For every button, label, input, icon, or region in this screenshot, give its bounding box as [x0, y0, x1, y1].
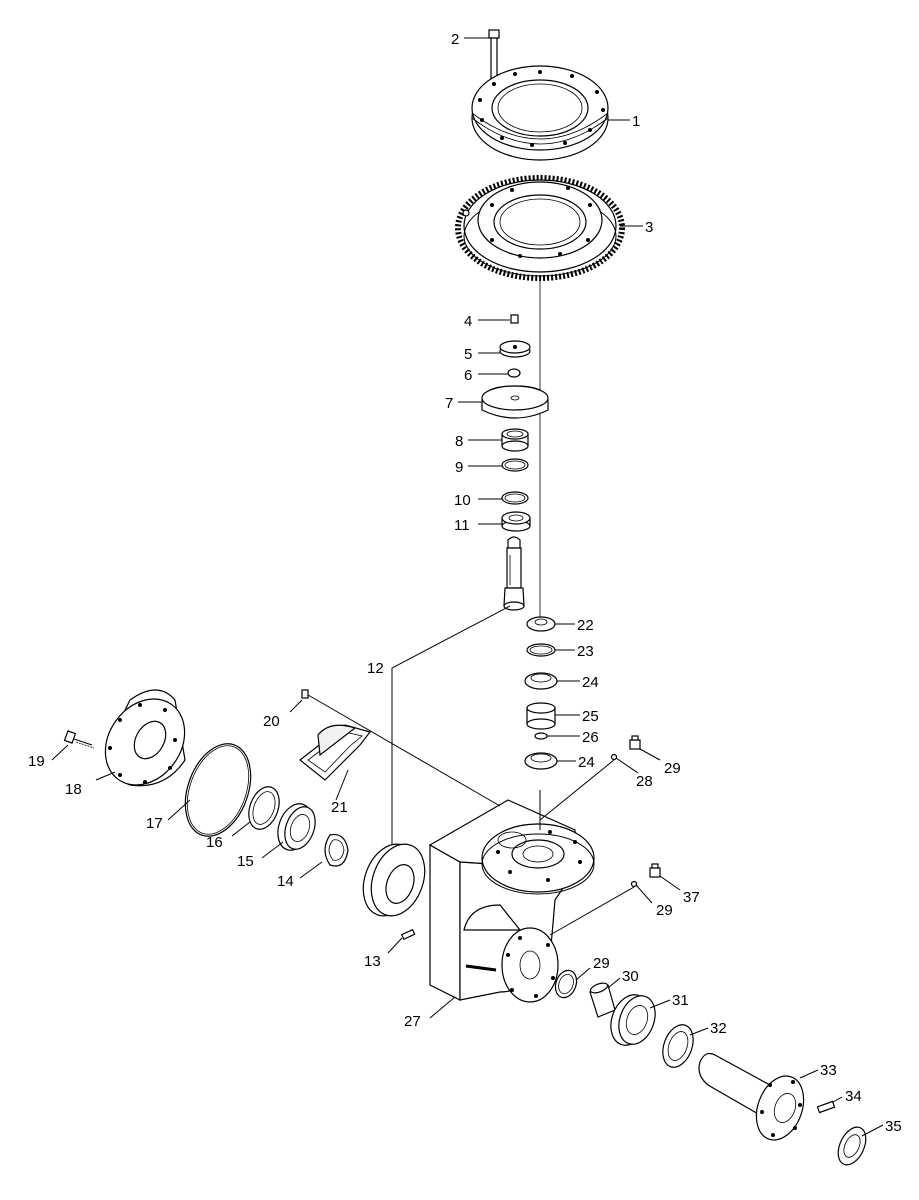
callout-24-upper: 24 — [582, 674, 599, 691]
part-6-nut — [507, 368, 521, 378]
part-35-stud — [816, 1100, 836, 1114]
part-21-gasket — [299, 724, 372, 781]
part-30-plug — [629, 735, 641, 750]
part-24-bearing-lower — [524, 752, 558, 770]
callout-35: 34 — [845, 1088, 862, 1105]
callout-labels: 2 1 3 4 5 6 7 8 9 10 11 12 22 23 24 25 2… — [28, 31, 902, 1135]
part-16-ring — [248, 786, 280, 830]
callout-33: 32 — [710, 1020, 727, 1037]
part-19-bolt — [63, 730, 95, 749]
part-33-seal — [662, 1024, 694, 1068]
callout-29-upper: 28 — [636, 773, 653, 790]
callout-5: 5 — [464, 346, 472, 363]
callout-16: 16 — [206, 834, 223, 851]
callout-20: 20 — [263, 713, 280, 730]
callout-30: 29 — [664, 760, 681, 777]
part-25-spacer — [526, 702, 556, 730]
callout-26: 26 — [582, 729, 599, 746]
part-5-washer — [499, 340, 531, 358]
callout-10: 10 — [454, 492, 471, 509]
part-1-bearing — [471, 65, 609, 161]
part-15-bearing — [277, 803, 316, 851]
callout-19: 19 — [28, 753, 45, 770]
part-29-o-rings — [610, 753, 638, 888]
callout-17: 17 — [146, 815, 163, 832]
callout-11: 11 — [454, 517, 470, 534]
callout-29-lower: 29 — [656, 902, 673, 919]
callout-27: 27 — [404, 1013, 421, 1030]
part-37-plug — [649, 863, 661, 878]
part-34-output-shaft — [698, 1052, 805, 1141]
callout-23: 23 — [577, 643, 594, 660]
callout-25: 25 — [582, 708, 599, 725]
part-3-ring-gear — [455, 175, 625, 281]
callout-14: 14 — [277, 873, 294, 890]
callout-1: 1 — [632, 113, 640, 130]
part-4-screw — [510, 314, 519, 324]
callout-21: 21 — [331, 799, 348, 816]
callout-36: 35 — [885, 1118, 902, 1135]
callout-9: 9 — [455, 459, 463, 476]
part-27-housing — [428, 799, 595, 1003]
callout-24-lower: 24 — [578, 754, 595, 771]
part-10-ring — [501, 491, 529, 505]
callout-18: 18 — [65, 781, 82, 798]
callout-34: 33 — [820, 1062, 837, 1079]
part-31-sleeve — [589, 982, 616, 1018]
callout-13: 13 — [364, 953, 381, 970]
callout-4: 4 — [464, 313, 472, 330]
part-12-shaft — [503, 536, 525, 611]
callout-8: 8 — [455, 433, 463, 450]
part-7-cover — [481, 385, 549, 419]
part-36-washer — [837, 1126, 867, 1166]
callout-22: 22 — [577, 617, 594, 634]
part-8-bearing — [501, 428, 529, 452]
callout-37: 37 — [683, 889, 700, 906]
callout-28: 29 — [593, 955, 610, 972]
part-18-end-cover — [104, 689, 186, 787]
part-32-bearing — [610, 994, 656, 1046]
part-22-washer — [526, 616, 556, 632]
callout-7: 7 — [445, 395, 453, 412]
part-20-bolt — [301, 689, 323, 704]
callout-15: 15 — [237, 853, 254, 870]
part-26-plug — [534, 732, 548, 740]
callout-31: 30 — [622, 968, 639, 985]
part-9-ring — [501, 458, 529, 472]
callout-3: 3 — [645, 219, 653, 236]
callout-32: 31 — [672, 992, 689, 1009]
callout-12: 12 — [367, 660, 384, 677]
callout-2: 2 — [451, 31, 459, 48]
part-28-ring — [554, 969, 578, 999]
part-11-bearing — [501, 511, 531, 532]
callout-6: 6 — [464, 367, 472, 384]
part-23-snap-ring — [526, 643, 556, 657]
bearing-bolt-holes — [478, 70, 605, 147]
part-14-snap-ring — [324, 833, 349, 867]
part-12-seal-ring — [362, 843, 426, 917]
part-24-bearing-upper — [524, 672, 558, 690]
part-17-o-ring — [184, 743, 252, 837]
part-13-key — [400, 928, 416, 941]
leader-lines — [51, 37, 884, 1137]
